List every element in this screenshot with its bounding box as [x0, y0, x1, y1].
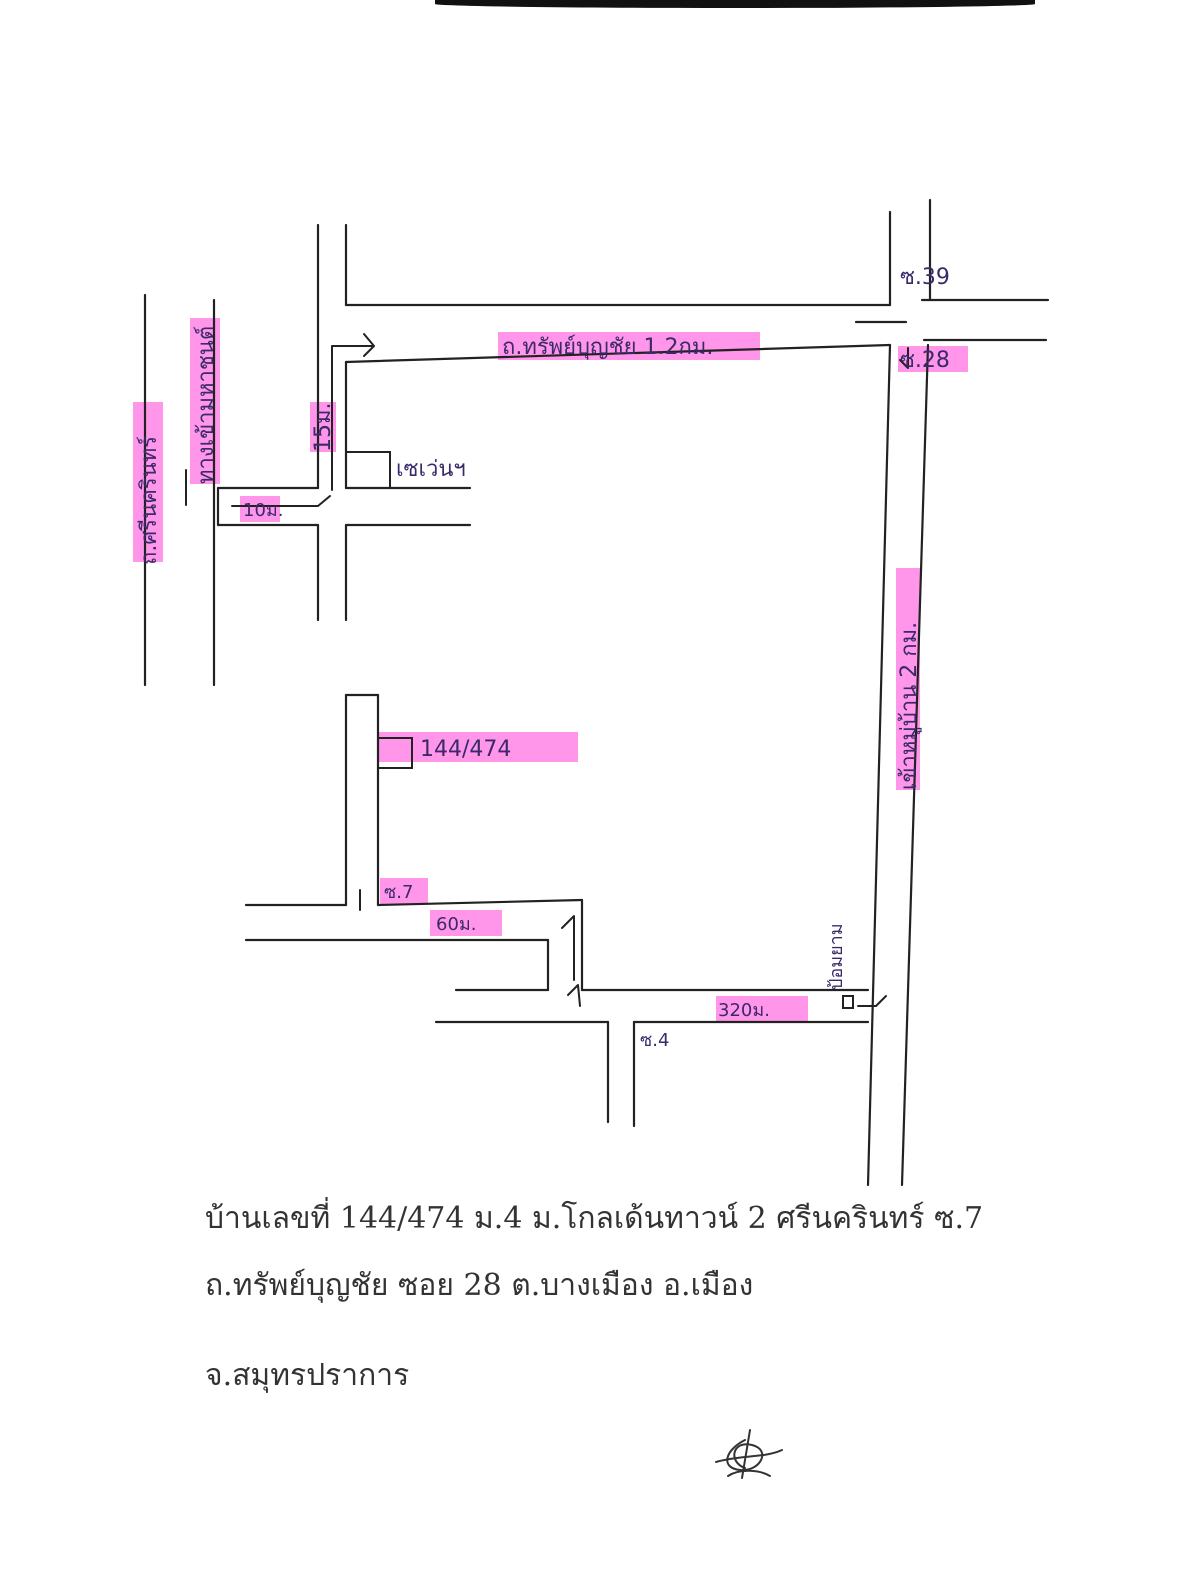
arrow-guard — [857, 995, 887, 1007]
guard-post-icon — [842, 995, 854, 1009]
label-10m: 10ม. — [243, 500, 284, 521]
main-road-bottom — [344, 343, 892, 364]
highlight-soi-28 — [898, 346, 968, 372]
address-line-2: ถ.ทรัพย์บุญชัย ซอย 28 ต.บางเมือง อ.เมือง — [205, 1268, 754, 1303]
house-marker-icon — [377, 737, 413, 769]
label-320m: 320ม. — [718, 1000, 770, 1021]
arrow-15m — [331, 345, 373, 491]
arrow-head-main — [363, 333, 375, 357]
highlight-left-road — [133, 402, 163, 562]
right-road-edge-2 — [900, 343, 930, 1187]
label-seven-eleven: เซเว่นฯ — [396, 457, 466, 482]
highlight-60m — [430, 910, 502, 936]
right-road-edge-1 — [866, 343, 892, 1187]
soi-7-top-right — [376, 898, 584, 907]
label-soi-39: ซ.39 — [900, 265, 950, 290]
highlight-10m — [240, 496, 280, 522]
label-left-entrance: ทางเข้ามหาชนต์ — [194, 326, 219, 484]
label-soi-7: ซ.7 — [384, 882, 413, 903]
address-line-3: จ.สมุทรปราการ — [205, 1358, 410, 1393]
top-edge-mark — [435, 0, 1035, 8]
label-right-road: เข้าหมู่บ้าน 2 กม. — [897, 622, 922, 790]
arrow-320m — [567, 984, 581, 1007]
highlight-soi-7 — [380, 878, 428, 904]
label-15m: 15ม. — [311, 403, 336, 453]
arrow-soi-28 — [899, 347, 909, 369]
label-soi-28: ซ.28 — [900, 348, 950, 373]
label-guard-post: ป้อมยาม — [826, 923, 847, 990]
label-main-road: ถ.ทรัพย์บุญชัย 1.2กม. — [502, 335, 713, 360]
address-line-1: บ้านเลขที่ 144/474 ม.4 ม.โกลเด้นทาวน์ 2 … — [205, 1201, 984, 1236]
seven-eleven-icon — [345, 451, 391, 489]
label-left-road: ถ.ศรีนครินทร์ — [137, 436, 162, 565]
label-soi-4: ซ.4 — [640, 1030, 669, 1051]
label-60m: 60ม. — [436, 914, 477, 935]
label-house-no: 144/474 — [420, 737, 511, 762]
arrow-60m — [561, 915, 575, 981]
arrow-10m — [231, 495, 331, 507]
highlight-320m — [716, 996, 808, 1022]
signature-icon — [715, 1429, 783, 1479]
